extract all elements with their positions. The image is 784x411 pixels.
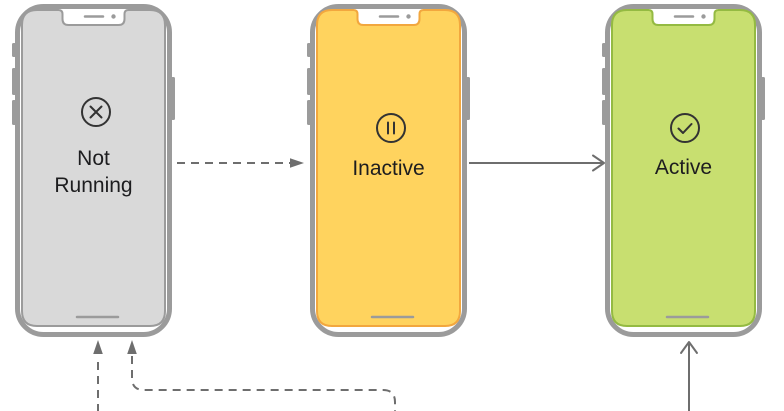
pause-circle-icon	[376, 113, 406, 143]
arrowhead-right-icon	[290, 158, 304, 168]
phone-inactive: Inactive	[307, 4, 470, 337]
state-label: Active	[655, 156, 712, 179]
arrow-shaft	[131, 356, 396, 411]
state-label: Inactive	[352, 157, 424, 180]
notch-details	[370, 14, 415, 319]
arrowhead-right-icon	[592, 154, 605, 172]
camera-icon	[406, 14, 411, 19]
arrow-bottom-right-to-not-running	[127, 340, 396, 411]
arrow-bottom-to-active	[680, 341, 698, 411]
camera-icon	[701, 14, 706, 19]
phone-active: Active	[602, 4, 765, 337]
camera-icon	[111, 14, 116, 19]
phone-screen	[21, 9, 166, 327]
phone-not-running: Not Running	[12, 4, 175, 337]
arrowhead-up-icon	[93, 340, 103, 354]
notch-details	[665, 14, 710, 319]
arrowhead-up-icon	[127, 340, 137, 354]
state-label-line: Running	[54, 174, 132, 197]
arrowhead-up-icon	[680, 341, 698, 354]
phone-screen	[611, 9, 756, 327]
arrow-bottom-to-not-running-left	[93, 340, 103, 411]
state-label-line: Inactive	[352, 157, 424, 180]
notch-details	[75, 14, 120, 319]
state-label-line: Active	[655, 156, 712, 179]
x-circle-icon	[81, 97, 111, 127]
state-label: Not Running	[54, 147, 132, 197]
phone-screen	[316, 9, 461, 327]
arrow-not-running-to-inactive	[177, 158, 304, 168]
arrow-inactive-to-active	[469, 154, 605, 172]
state-label-line: Not	[77, 147, 110, 170]
check-circle-icon	[670, 113, 700, 143]
